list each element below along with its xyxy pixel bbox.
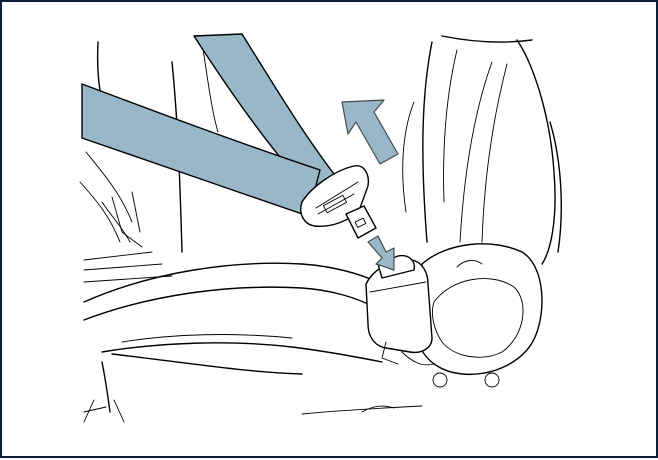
seat-back: [403, 36, 562, 264]
up-left-arrow-icon: [342, 100, 398, 164]
seat-belt-webbing: [82, 34, 334, 216]
buckle-mount-trim: [420, 244, 542, 387]
buckle-receiver: [366, 256, 434, 365]
insert-down-arrow-icon: [368, 236, 394, 270]
